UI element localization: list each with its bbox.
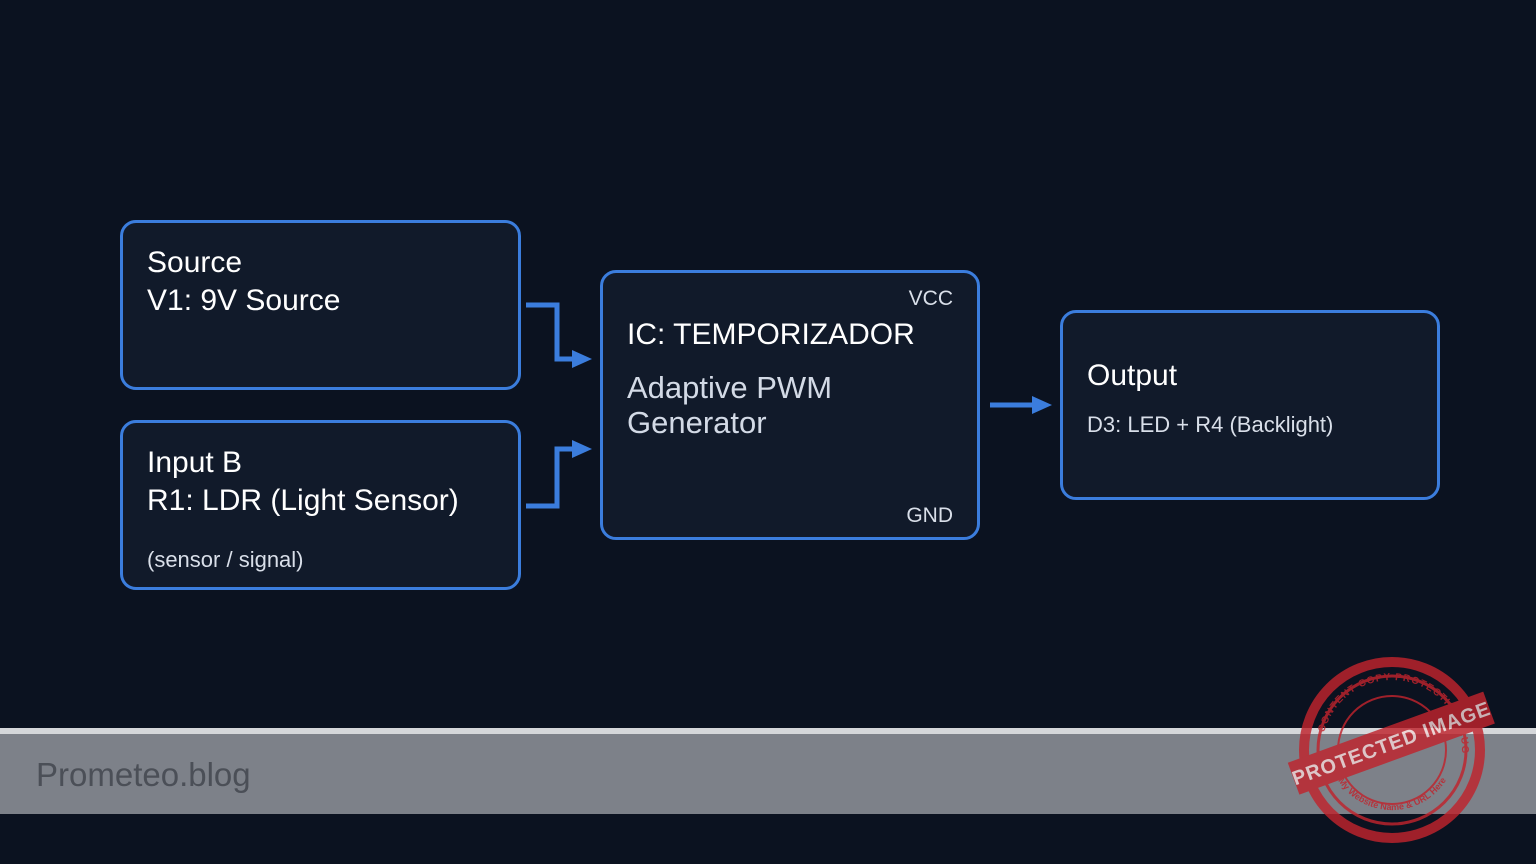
ic-block: VCC IC: TEMPORIZADOR Adaptive PWM Genera… — [600, 270, 980, 540]
input-b-label: R1: LDR (Light Sensor) — [147, 484, 459, 517]
ic-title: IC: TEMPORIZADOR — [627, 318, 915, 351]
arrowhead-source — [572, 350, 592, 368]
wire-input-b-to-ic — [526, 446, 574, 509]
protected-image-stamp: CONTENT COPY PROTECTION PLUGIN My Websit… — [1282, 650, 1495, 843]
input-b-title: Input B — [147, 446, 243, 479]
ic-description-line2: Generator — [627, 405, 767, 440]
source-label: V1: 9V Source — [147, 284, 341, 317]
gnd-pin-label: GND — [906, 504, 953, 527]
output-block: Output D3: LED + R4 (Backlight) — [1060, 310, 1440, 500]
arrowhead-input-b — [572, 440, 592, 458]
vcc-pin-label: VCC — [908, 287, 953, 310]
wire-source-to-ic — [526, 302, 574, 362]
footer-bar: Prometeo.blog — [0, 734, 1536, 814]
svg-text:My Website Name & URL Here: My Website Name & URL Here — [1336, 775, 1448, 812]
source-block: Source V1: 9V Source — [120, 220, 521, 390]
footer-site-name: Prometeo.blog — [36, 756, 251, 793]
input-b-block: Input B R1: LDR (Light Sensor) (sensor /… — [120, 420, 521, 590]
output-label: D3: LED + R4 (Backlight) — [1087, 412, 1334, 437]
arrowhead-output — [1032, 396, 1052, 414]
input-b-note: (sensor / signal) — [147, 547, 304, 572]
footer-divider — [0, 728, 1536, 734]
output-title: Output — [1087, 359, 1178, 392]
source-title: Source — [147, 246, 243, 279]
ic-description-line1: Adaptive PWM — [627, 370, 833, 405]
